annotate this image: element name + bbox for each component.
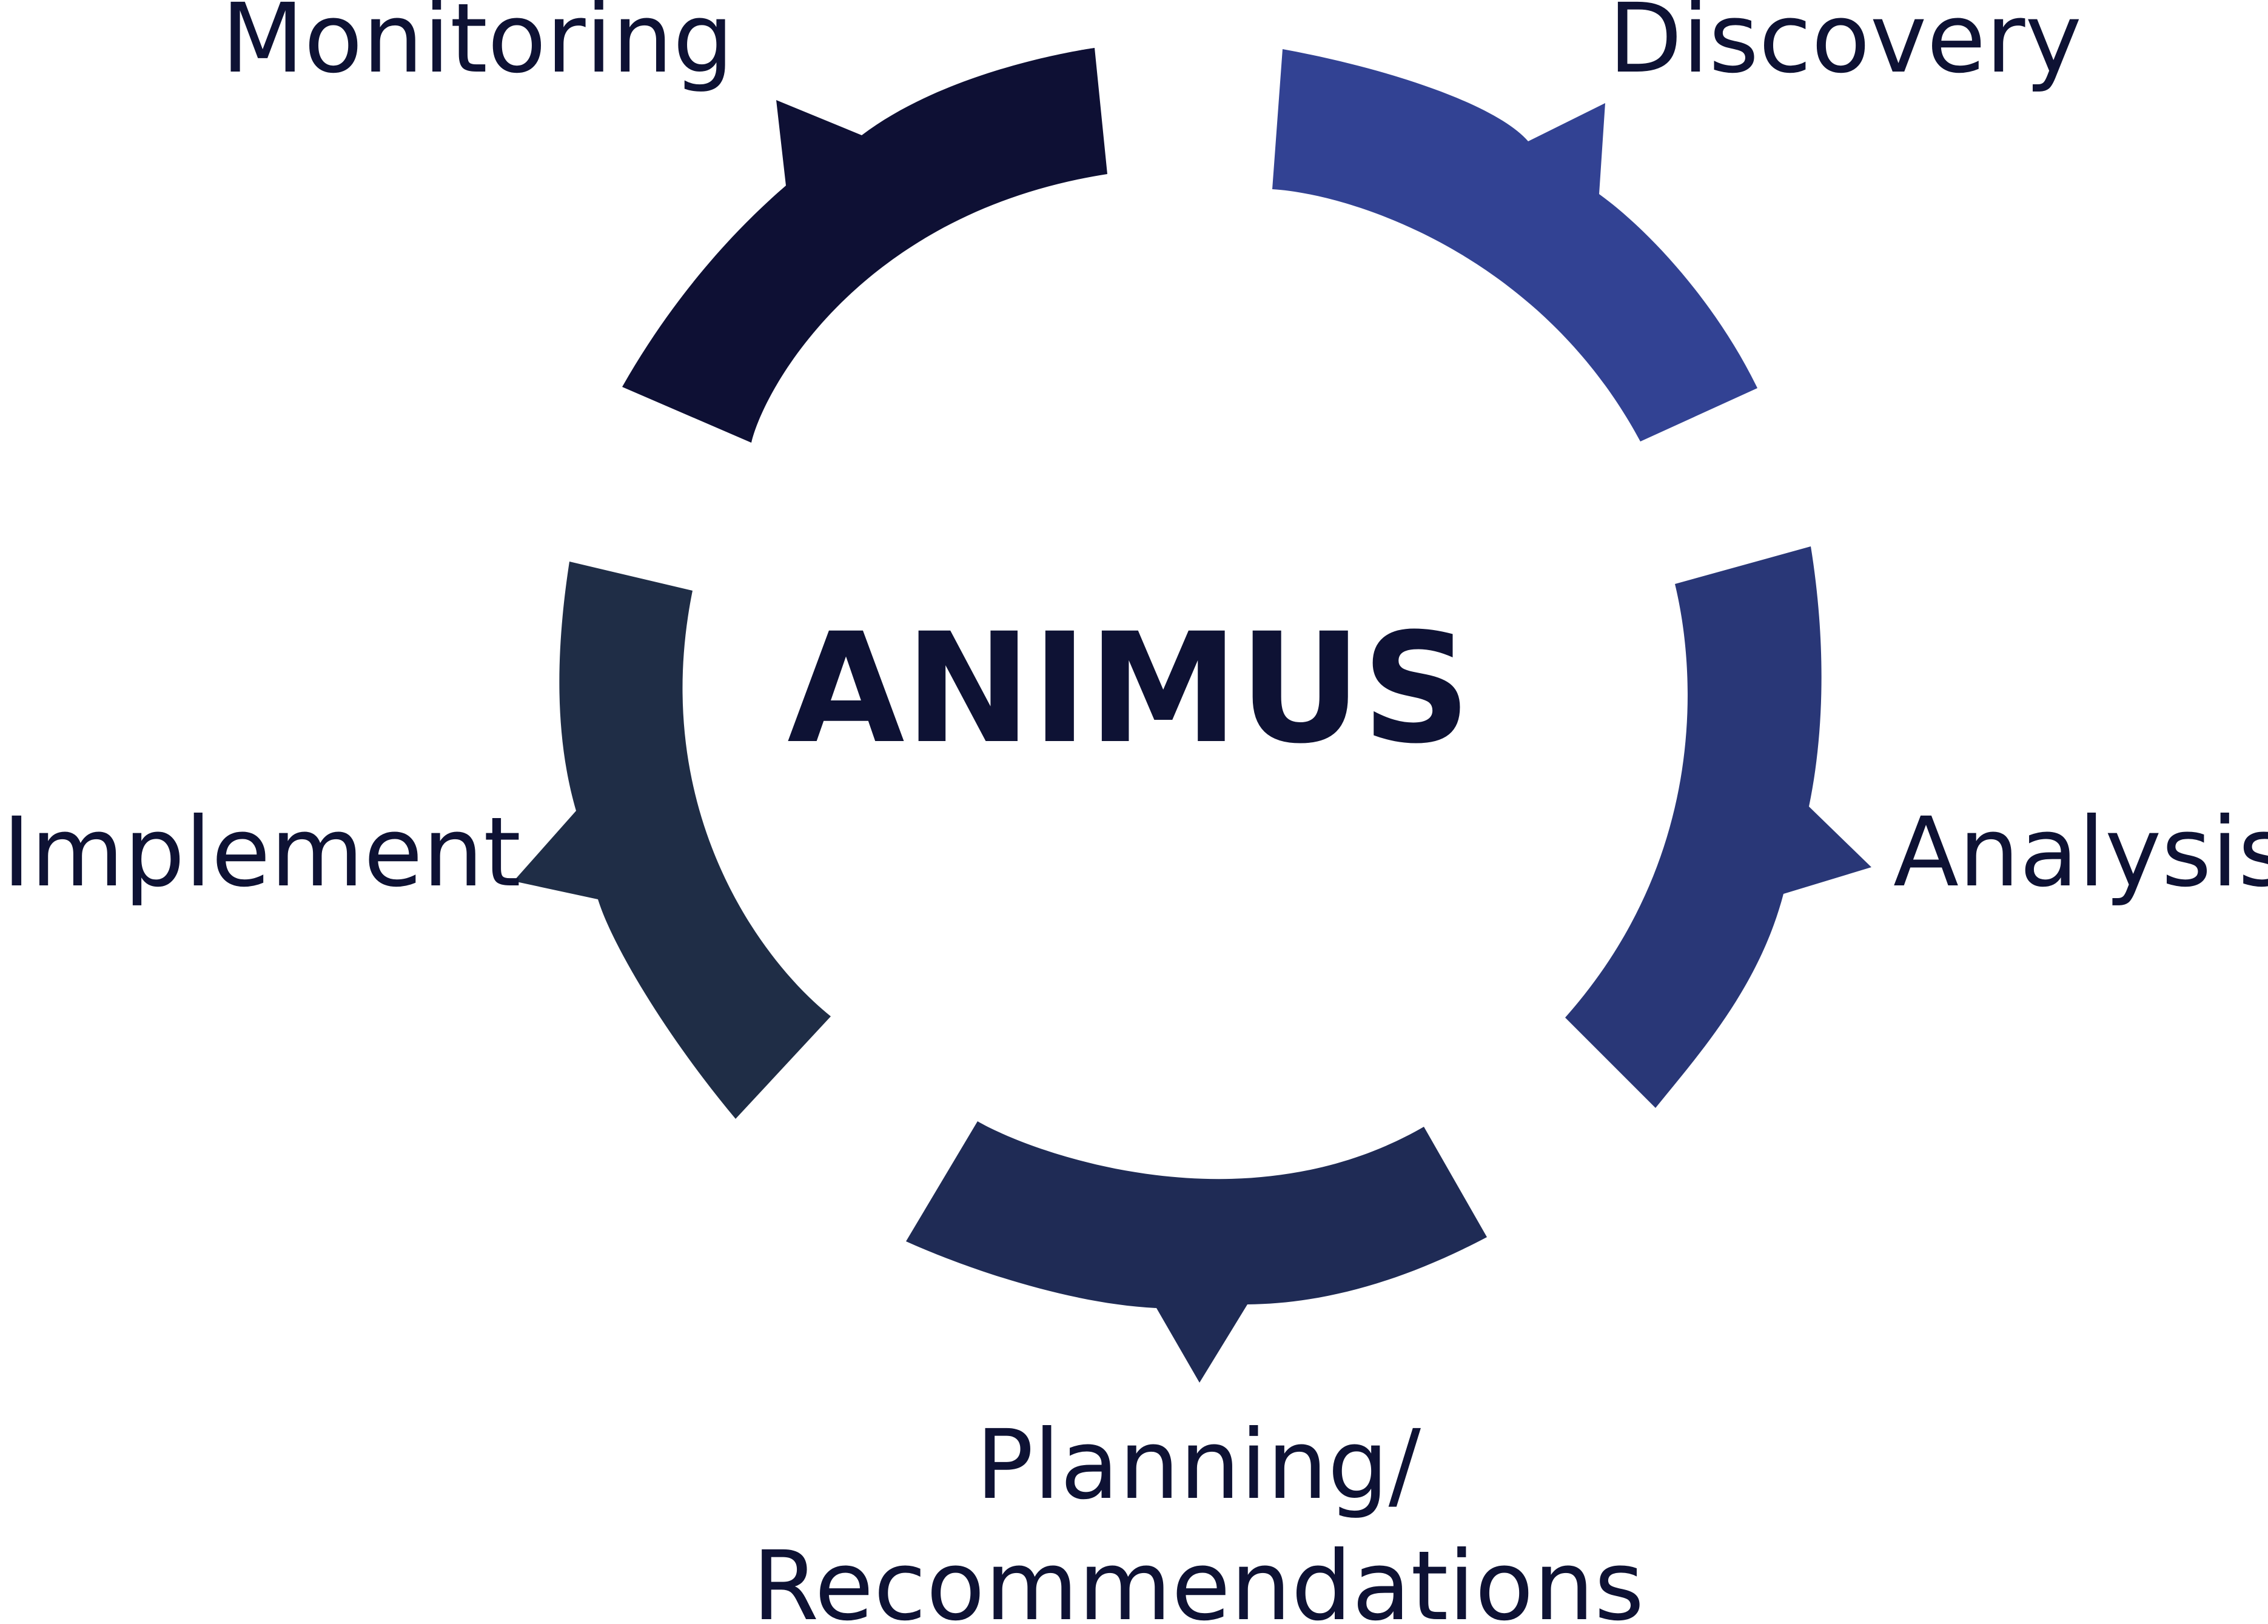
analysis-label: Analysis: [1893, 797, 2268, 908]
planning-label-line2: Recommendations: [753, 1531, 1645, 1624]
analysis-arc-segment: [1565, 546, 1871, 1108]
planning-label-line1: Planning/: [976, 1409, 1421, 1521]
implement-label: Implement: [2, 797, 521, 908]
discovery-label: Discovery: [1608, 0, 2082, 95]
discovery-arc-segment: [1272, 49, 1757, 441]
planning-arc-segment: [906, 1121, 1487, 1383]
center-title: ANIMUS: [787, 600, 1471, 777]
implement-arc-segment: [514, 562, 831, 1119]
monitoring-label: Monitoring: [221, 0, 734, 95]
monitoring-arc-segment: [622, 48, 1107, 443]
